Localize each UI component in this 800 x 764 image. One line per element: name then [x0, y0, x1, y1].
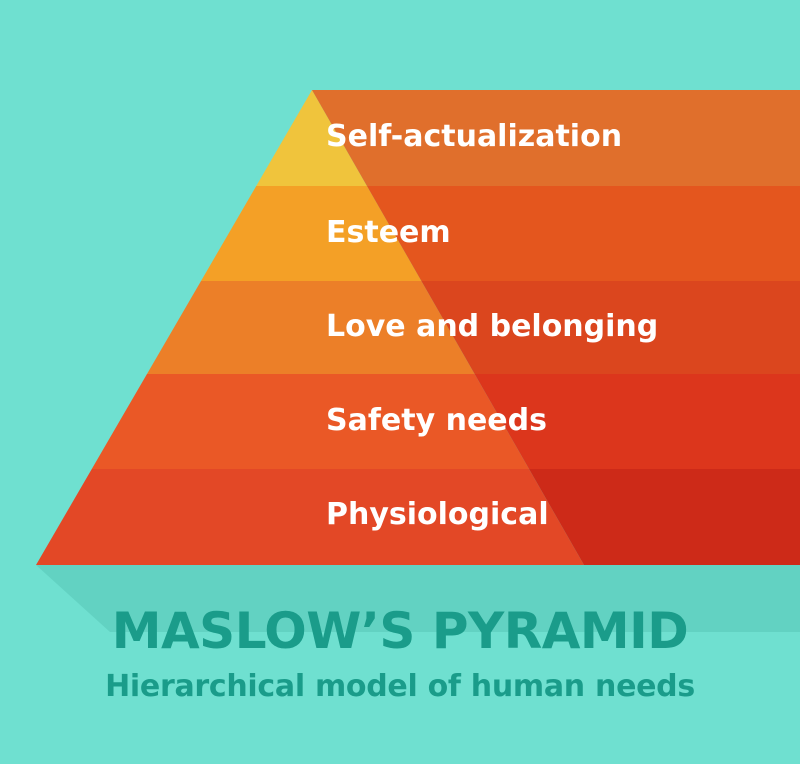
- level-label-esteem: Esteem: [326, 215, 451, 250]
- page-subtitle: Hierarchical model of human needs: [105, 669, 695, 704]
- page-title: MASLOW’S PYRAMID: [111, 602, 689, 660]
- level-label-love-and-belonging: Love and belonging: [326, 309, 659, 344]
- pyramid-shadow: [36, 565, 800, 632]
- pyramid-front-safety-needs: [91, 374, 530, 469]
- pyramid-side-love-and-belonging: [421, 281, 800, 374]
- pyramid-front-self-actualization: [256, 90, 367, 186]
- pyramid-front-love-and-belonging: [146, 281, 475, 374]
- pyramid-side-physiological: [529, 469, 800, 565]
- level-label-physiological: Physiological: [326, 497, 549, 532]
- pyramid-side-self-actualization: [312, 90, 800, 186]
- pyramid-front-physiological: [36, 469, 584, 565]
- level-label-safety-needs: Safety needs: [326, 403, 547, 438]
- pyramid-side-safety-needs: [474, 374, 800, 469]
- pyramid-front-esteem: [201, 186, 422, 281]
- pyramid-side-esteem: [366, 186, 800, 281]
- level-label-self-actualization: Self-actualization: [326, 119, 623, 154]
